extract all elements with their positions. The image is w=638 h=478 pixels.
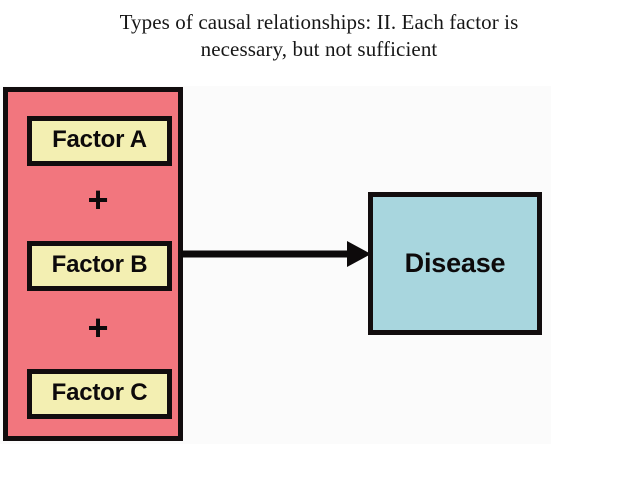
plus-operator-icon-1: + <box>87 179 109 220</box>
outcome-box-disease-label: Disease <box>404 248 506 278</box>
factor-box-a-label: Factor A <box>52 126 147 153</box>
outcome-box-disease: Disease <box>368 192 542 335</box>
arrow-right-icon <box>181 241 371 267</box>
factor-box-a: Factor A <box>27 116 172 166</box>
causal-diagram: Factor A + Factor B + Factor C Disease <box>0 86 551 444</box>
plus-operator-icon-2: + <box>87 307 109 348</box>
page-title-line-2: necessary, but not sufficient <box>200 37 438 61</box>
factor-box-b-label: Factor B <box>51 251 148 278</box>
page-title-line-1: Types of causal relationships: II. Each … <box>119 10 519 34</box>
factor-group-panel: Factor A + Factor B + Factor C <box>3 87 183 441</box>
factor-box-b: Factor B <box>27 241 172 291</box>
factor-box-c-label: Factor C <box>51 379 148 406</box>
page-title: Types of causal relationships: II. Each … <box>0 9 638 63</box>
factor-box-c: Factor C <box>27 369 172 419</box>
